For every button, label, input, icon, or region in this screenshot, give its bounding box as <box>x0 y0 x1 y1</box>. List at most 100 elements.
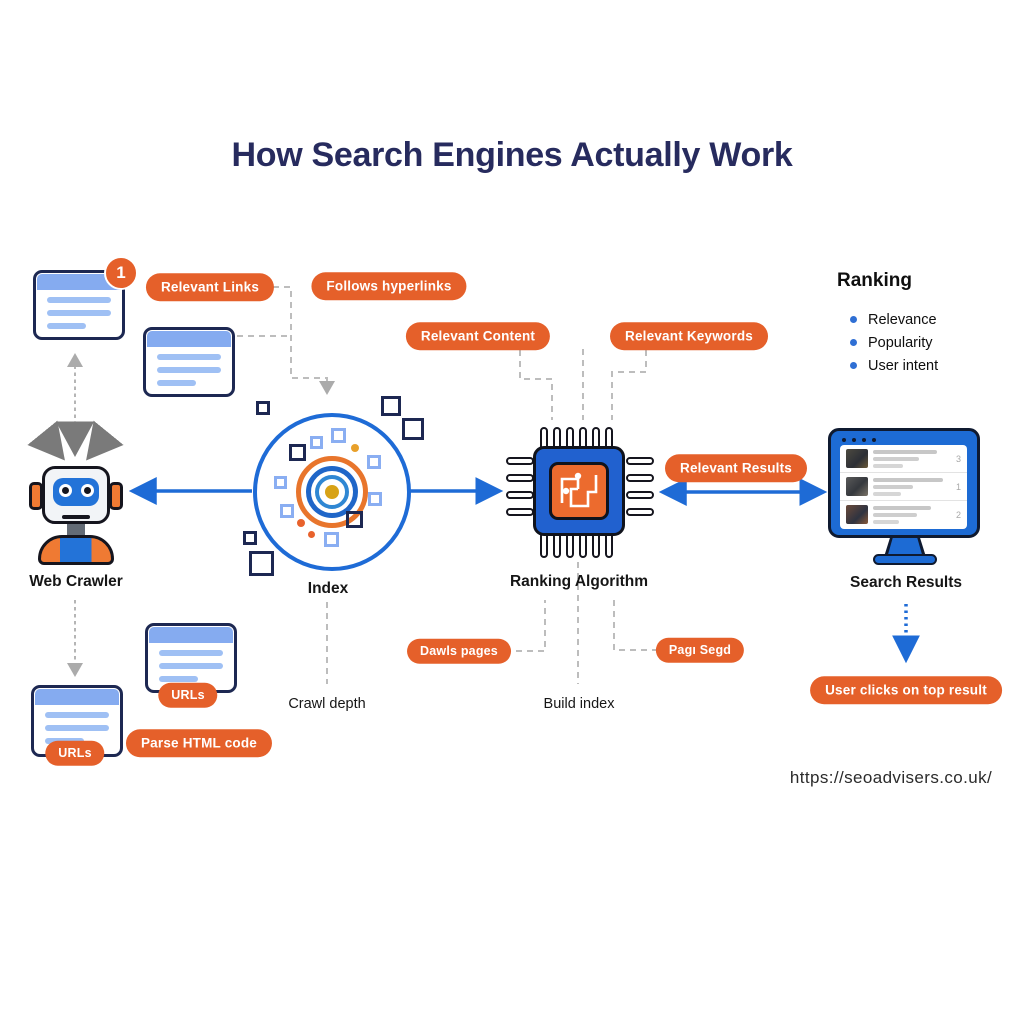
pill-user-clicks-top-result: User clicks on top result <box>810 676 1002 704</box>
robot-neck <box>67 524 85 537</box>
chip-core <box>549 462 609 520</box>
ranking-heading: Ranking <box>837 270 912 291</box>
card-header-bar <box>149 627 233 643</box>
pill-urls-bottom: URLs <box>45 740 105 766</box>
pill-relevant-content: Relevant Content <box>405 322 551 350</box>
data-dot-icon <box>308 531 315 538</box>
chip-pin <box>506 508 534 516</box>
ranking-algorithm-chip-icon <box>500 420 660 565</box>
ranking-item-popularity: Popularity <box>868 335 933 351</box>
data-square-icon <box>346 511 363 528</box>
text-bar <box>873 456 919 461</box>
ranking-item-relevance: Relevance <box>868 312 937 328</box>
monitor-base <box>873 554 937 565</box>
text-bar <box>873 484 913 489</box>
pill-urls-top: URLs <box>158 682 218 708</box>
card-text-line <box>159 663 223 669</box>
search-result-row: 3 <box>840 445 967 473</box>
card-header-bar <box>35 689 119 705</box>
card-text-line <box>45 725 109 731</box>
data-square-icon <box>243 531 257 545</box>
index-center-dot <box>325 485 339 499</box>
card-text-line <box>157 354 221 360</box>
data-square-icon <box>256 401 270 415</box>
data-square-icon <box>381 396 401 416</box>
text-bar <box>873 449 937 454</box>
pill-follows-hyperlinks: Follows hyperlinks <box>311 272 467 300</box>
data-dot-icon <box>297 519 305 527</box>
annotation-build-index: Build index <box>543 696 615 712</box>
text-bar <box>873 491 901 496</box>
robot-eye-left <box>59 484 72 497</box>
monitor-bezel: 3 1 <box>828 428 980 538</box>
incoming-request-arrows <box>27 420 124 461</box>
data-square-icon <box>249 551 274 576</box>
robot-pupil <box>62 487 69 494</box>
text-bar <box>873 519 899 524</box>
page-title: How Search Engines Actually Work <box>231 136 793 174</box>
pill-crawls-pages: Dawls pages <box>407 638 511 664</box>
card-text-line <box>157 367 221 373</box>
robot-pupil <box>84 487 91 494</box>
chip-pin <box>626 491 654 499</box>
pill-page-speed: Pagı Segd <box>655 637 745 663</box>
circuit-trace-icon <box>560 472 598 508</box>
data-square-icon <box>324 532 339 547</box>
result-rank: 3 <box>955 453 961 464</box>
card-header-bar <box>37 274 121 290</box>
pill-parse-html-code: Parse HTML code <box>125 729 273 757</box>
card-text-line <box>47 323 86 329</box>
robot-eye-right <box>81 484 94 497</box>
chip-pin <box>626 474 654 482</box>
node-label-ranking-algorithm: Ranking Algorithm <box>509 573 649 590</box>
card-text-line <box>47 297 111 303</box>
card-text-line <box>159 650 223 656</box>
node-label-web-crawler: Web Crawler <box>29 573 123 590</box>
robot-mouth <box>62 515 90 519</box>
robot-ear-left <box>29 482 43 510</box>
chip-pin <box>626 457 654 465</box>
data-square-icon <box>368 492 382 506</box>
card-text-line <box>159 676 198 682</box>
monitor-screen: 3 1 <box>840 445 967 529</box>
robot-ear-right <box>109 482 123 510</box>
bullet-icon <box>850 362 857 369</box>
result-text-lines <box>873 449 937 468</box>
window-dot-icon <box>862 438 866 442</box>
webpage-card-4 <box>145 623 237 693</box>
node-label-index: Index <box>307 580 349 597</box>
text-bar <box>873 477 943 482</box>
card-text-line <box>45 712 109 718</box>
pill-relevant-results: Relevant Results <box>665 454 807 482</box>
text-bar <box>873 505 931 510</box>
search-results-monitor-icon: 3 1 <box>828 428 984 568</box>
robot-body <box>38 535 114 565</box>
result-thumbnail <box>846 449 868 468</box>
result-rank: 2 <box>955 509 961 520</box>
bullet-icon <box>850 316 857 323</box>
footer-url: https://seoadvisers.co.uk/ <box>789 768 993 787</box>
card-header-bar <box>147 331 231 347</box>
result-rank: 1 <box>955 481 961 492</box>
data-dot-icon <box>351 444 359 452</box>
pill-relevant-links: Relevant Links <box>145 273 275 301</box>
data-square-icon <box>402 418 424 440</box>
result-text-lines <box>873 505 931 524</box>
bullet-icon <box>850 339 857 346</box>
text-bar <box>873 512 917 517</box>
result-thumbnail <box>846 477 868 496</box>
node-label-search-results: Search Results <box>850 574 962 591</box>
card-text-line <box>157 380 196 386</box>
text-bar <box>873 463 903 468</box>
webpage-card-2 <box>143 327 235 397</box>
data-square-icon <box>310 436 323 449</box>
chip-pin <box>626 508 654 516</box>
search-result-row: 1 <box>840 473 967 501</box>
ranking-item-user-intent: User intent <box>868 358 939 374</box>
chip-pin <box>506 457 534 465</box>
result-text-lines <box>873 477 943 496</box>
card-text-line <box>47 310 111 316</box>
web-crawler-robot-icon <box>28 420 124 570</box>
